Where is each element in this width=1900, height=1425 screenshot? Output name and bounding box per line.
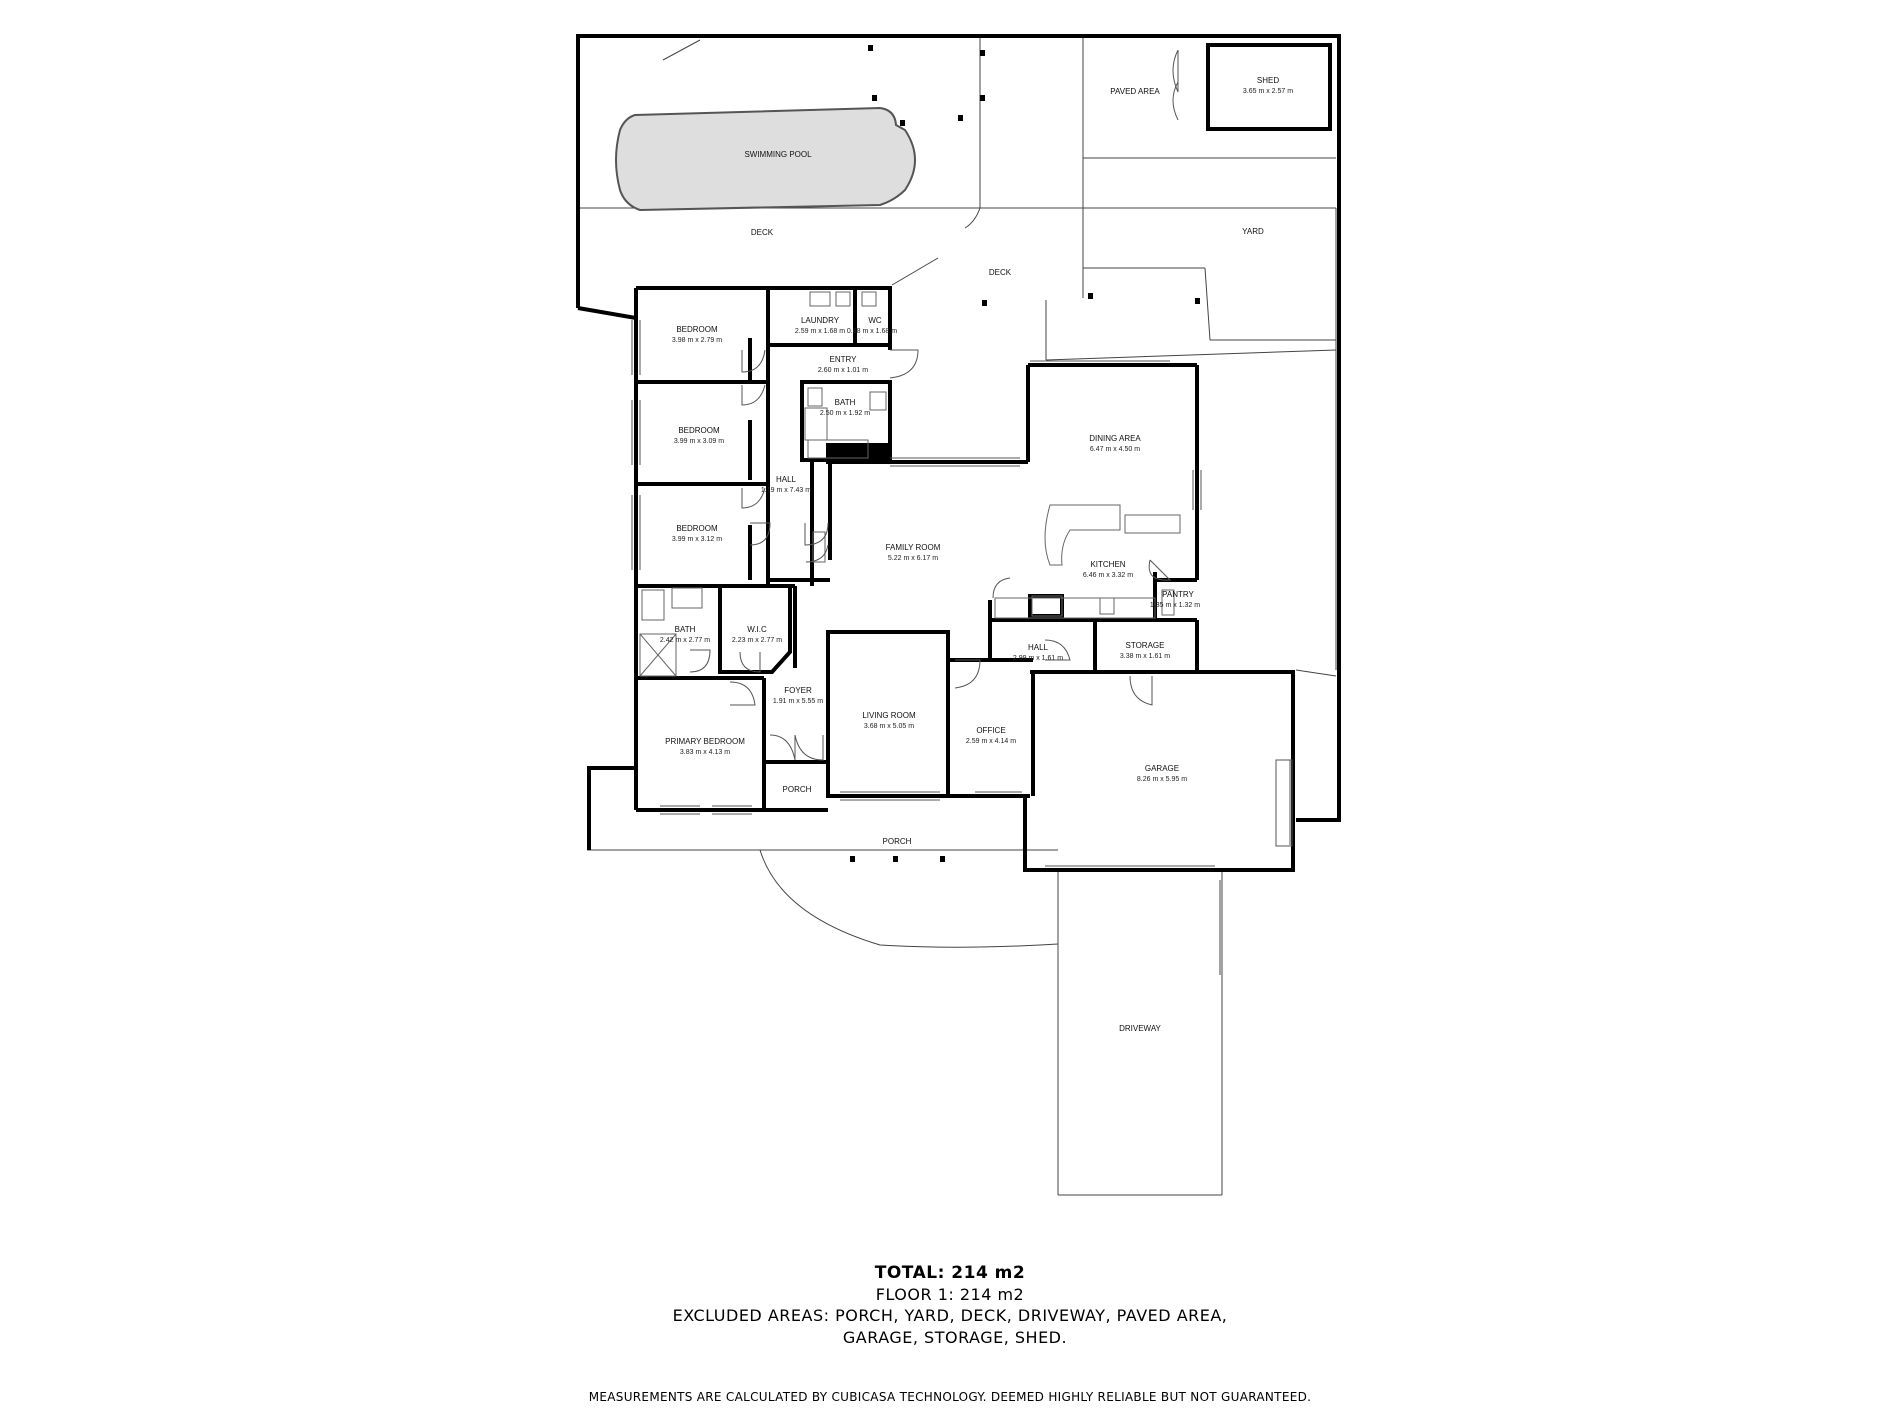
pantry-dims: 1.35 m x 1.32 m <box>1150 602 1200 609</box>
living-room-dims: 3.68 m x 5.05 m <box>864 723 914 730</box>
bedroom-1-dims: 3.98 m x 2.79 m <box>672 337 722 344</box>
living-room-label: LIVING ROOM <box>862 711 916 720</box>
bath-1-dims: 2.50 m x 1.92 m <box>820 410 870 417</box>
wc-label: WC <box>868 316 882 325</box>
office-label: OFFICE <box>976 726 1005 735</box>
office-dims: 2.59 m x 4.14 m <box>966 738 1016 745</box>
walls <box>576 34 1341 872</box>
dining-area-label: DINING AREA <box>1089 434 1141 443</box>
floor-area: FLOOR 1: 214 m2 <box>875 1285 1025 1304</box>
dining-area-dims: 6.47 m x 4.50 m <box>1090 446 1140 453</box>
deck-center-label: DECK <box>989 268 1012 277</box>
wic-label: W.I.C <box>747 625 767 634</box>
family-room-dims: 5.22 m x 6.17 m <box>888 555 938 562</box>
kitchen-dims: 6.46 m x 3.32 m <box>1083 572 1133 579</box>
kitchen-label: KITCHEN <box>1090 560 1125 569</box>
swimming-pool <box>615 106 916 212</box>
excluded-areas-line-1: EXCLUDED AREAS: PORCH, YARD, DECK, DRIVE… <box>672 1306 1228 1325</box>
entry-label: ENTRY <box>830 355 858 364</box>
total-area: TOTAL: 214 m2 <box>874 1263 1026 1283</box>
doors <box>689 49 1179 761</box>
paved-area-label: PAVED AREA <box>1110 87 1160 96</box>
hall-1-label: HALL <box>776 475 797 484</box>
garage-dims: 8.26 m x 5.95 m <box>1137 776 1187 783</box>
yard-label: YARD <box>1242 227 1264 236</box>
posts <box>850 45 1200 862</box>
fixtures <box>639 291 1181 677</box>
wic-dims: 2.23 m x 2.77 m <box>732 637 782 644</box>
bath-2-label: BATH <box>675 625 696 634</box>
bath-2-dims: 2.42 m x 2.77 m <box>660 637 710 644</box>
laundry-label: LAUNDRY <box>801 316 840 325</box>
bedroom-2-dims: 3.99 m x 3.09 m <box>674 438 724 445</box>
excluded-areas-line-2: GARAGE, STORAGE, SHED. <box>842 1328 1068 1347</box>
disclaimer: MEASUREMENTS ARE CALCULATED BY CUBICASA … <box>588 1390 1312 1404</box>
family-room-label: FAMILY ROOM <box>886 543 941 552</box>
storage-label: STORAGE <box>1126 641 1165 650</box>
hall-1-dims: 1.19 m x 7.43 m <box>761 487 811 494</box>
foyer-dims: 1.91 m x 5.55 m <box>773 698 823 705</box>
wc-dims: 0.88 m x 1.68 m <box>847 328 897 335</box>
driveway-label: DRIVEWAY <box>1119 1024 1161 1033</box>
shed-label: SHED <box>1257 76 1279 85</box>
bedroom-1-label: BEDROOM <box>676 325 718 334</box>
hall-2-dims: 2.99 m x 1.61 m <box>1013 655 1063 662</box>
windows <box>631 320 1293 867</box>
bath-1-label: BATH <box>835 398 856 407</box>
storage-dims: 3.38 m x 1.61 m <box>1120 653 1170 660</box>
entry-dims: 2.60 m x 1.01 m <box>818 367 868 374</box>
primary-bedroom-dims: 3.83 m x 4.13 m <box>680 749 730 756</box>
hall-2-label: HALL <box>1028 643 1049 652</box>
deck-west-label: DECK <box>751 228 774 237</box>
laundry-dims: 2.59 m x 1.68 m <box>795 328 845 335</box>
pantry-label: PANTRY <box>1162 590 1194 599</box>
foyer-label: FOYER <box>784 686 812 695</box>
outdoor-lines <box>578 36 1337 1196</box>
shed-dims: 3.65 m x 2.57 m <box>1243 88 1293 95</box>
bedroom-2-label: BEDROOM <box>678 426 720 435</box>
bedroom-3-label: BEDROOM <box>676 524 718 533</box>
bedroom-3-dims: 3.99 m x 3.12 m <box>672 536 722 543</box>
swimming-pool-label: SWIMMING POOL <box>744 150 812 159</box>
porch-label: PORCH <box>883 837 912 846</box>
primary-bedroom-label: PRIMARY BEDROOM <box>665 737 745 746</box>
porch-small-label: PORCH <box>783 785 812 794</box>
garage-label: GARAGE <box>1145 764 1179 773</box>
